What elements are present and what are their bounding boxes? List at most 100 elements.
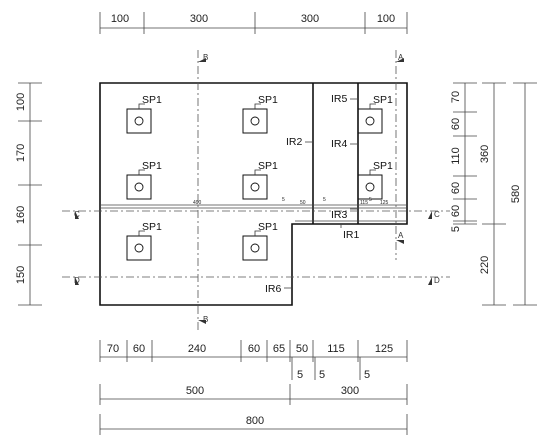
dimension-label: 65	[273, 343, 285, 355]
plate-leader	[138, 230, 145, 236]
sp1-plate: SP1	[126, 221, 162, 261]
plate-leader	[138, 169, 145, 175]
plate-hole	[365, 182, 375, 192]
dimension-label: 125	[375, 343, 393, 355]
dimension-label: 100	[15, 93, 27, 111]
dimension-label: 150	[15, 266, 27, 284]
label-ir4: IR4	[331, 138, 358, 150]
bottom-total-chain: 500 300 800	[99, 384, 408, 435]
plate-leader	[369, 103, 376, 109]
dimension-label: 5	[297, 369, 303, 381]
dimension-label: 5	[319, 369, 325, 381]
dimension-label: 115	[327, 343, 345, 355]
section-letter: C	[74, 210, 80, 219]
plate-leader	[254, 103, 261, 109]
dimension-label: 50	[296, 343, 308, 355]
plate-hole	[250, 182, 260, 192]
plate-square	[126, 235, 152, 261]
plate-hole	[250, 243, 260, 253]
top-dimension-chain: 100 300 300 100	[99, 12, 408, 34]
plate-square	[126, 174, 152, 200]
label-ir6: IR6	[265, 283, 292, 295]
sp1-plate: SP1	[126, 94, 162, 134]
beam-label: 5	[323, 197, 326, 203]
dimension-label: 300	[190, 13, 208, 25]
plate-square	[242, 235, 268, 261]
ir3-label: IR3	[331, 209, 348, 221]
ir2-label: IR2	[286, 136, 303, 148]
right-inner-dimension-chain: 70 60 110 60 60 5	[450, 82, 477, 232]
sp1-plate: SP1	[357, 94, 393, 134]
beam-label: 125	[380, 200, 389, 206]
label-ir2: IR2	[286, 136, 313, 148]
section-marker-d-right: D	[428, 276, 440, 285]
label-ir1: IR1	[340, 224, 360, 241]
beam-label: 5	[369, 197, 372, 203]
dimension-label: 170	[15, 144, 27, 162]
section-letter: C	[434, 210, 440, 219]
dimension-label: 60	[248, 343, 260, 355]
plate-square	[357, 174, 383, 200]
dimension-label: 70	[450, 91, 462, 103]
sp1-label: SP1	[258, 160, 278, 172]
dimension-label: 220	[479, 256, 491, 274]
ir5-label: IR5	[331, 93, 348, 105]
dimension-label: 300	[301, 13, 319, 25]
dimension-label: 60	[450, 118, 462, 130]
beam-small-labels: 490 5 50 5 115 5 125	[193, 197, 389, 206]
plate-leader	[254, 230, 261, 236]
section-marker-b-top: B	[198, 53, 208, 62]
sp1-label: SP1	[373, 94, 393, 106]
beam-label: 490	[193, 200, 202, 206]
right-mid-dimension-chain: 360 220	[479, 82, 506, 306]
plate-leader	[369, 169, 376, 175]
sp1-plate: SP1	[242, 160, 278, 200]
dimension-label: 240	[188, 343, 206, 355]
sp1-label: SP1	[258, 94, 278, 106]
plate-hole	[250, 116, 260, 126]
plate-hole	[365, 116, 375, 126]
plate-square	[242, 108, 268, 134]
label-ir3: IR3	[331, 208, 358, 221]
section-marker-c-right: C	[428, 210, 440, 219]
right-total-dimension: 580	[510, 82, 537, 306]
plate-hole	[134, 243, 144, 253]
dimension-label: 70	[107, 343, 119, 355]
beam-label: 50	[300, 200, 306, 206]
section-letter: A	[398, 53, 404, 62]
dimension-label: 5	[450, 226, 462, 232]
dimension-label: 500	[186, 385, 204, 397]
dimension-label: 300	[341, 385, 359, 397]
plate-square	[357, 108, 383, 134]
dimension-label: 580	[510, 185, 522, 203]
left-dimension-chain: 100 170 160 150	[15, 82, 42, 306]
beam-label: 115	[360, 200, 368, 206]
dimension-label: 5	[364, 369, 370, 381]
section-marker-b-bottom: B	[198, 315, 208, 324]
plate-square	[126, 108, 152, 134]
dimension-label: 100	[111, 13, 129, 25]
section-marker-c-left: C	[74, 210, 80, 219]
ir6-label: IR6	[265, 283, 282, 295]
sp1-label: SP1	[142, 221, 162, 233]
sp1-label: SP1	[373, 160, 393, 172]
sp1-plate: SP1	[242, 221, 278, 261]
section-letter: B	[203, 53, 208, 62]
dimension-label: 360	[479, 145, 491, 163]
sp1-plate: SP1	[126, 160, 162, 200]
sp1-label: SP1	[142, 160, 162, 172]
dimension-label: 800	[246, 415, 264, 427]
section-marker-a-top: A	[396, 53, 404, 62]
bottom-dimension-chain: 70 60 240 60 65 50 115 125 5 5 5	[99, 340, 408, 381]
ir1-label: IR1	[343, 229, 360, 241]
section-letter: B	[203, 315, 208, 324]
sp1-plate: SP1	[357, 160, 393, 200]
dimension-label: 100	[377, 13, 395, 25]
beam-label: 5	[282, 197, 285, 203]
dimension-label: 60	[450, 205, 462, 217]
plate-hole	[134, 116, 144, 126]
slab-outline	[99, 82, 408, 306]
section-marker-d-left: D	[74, 276, 80, 285]
